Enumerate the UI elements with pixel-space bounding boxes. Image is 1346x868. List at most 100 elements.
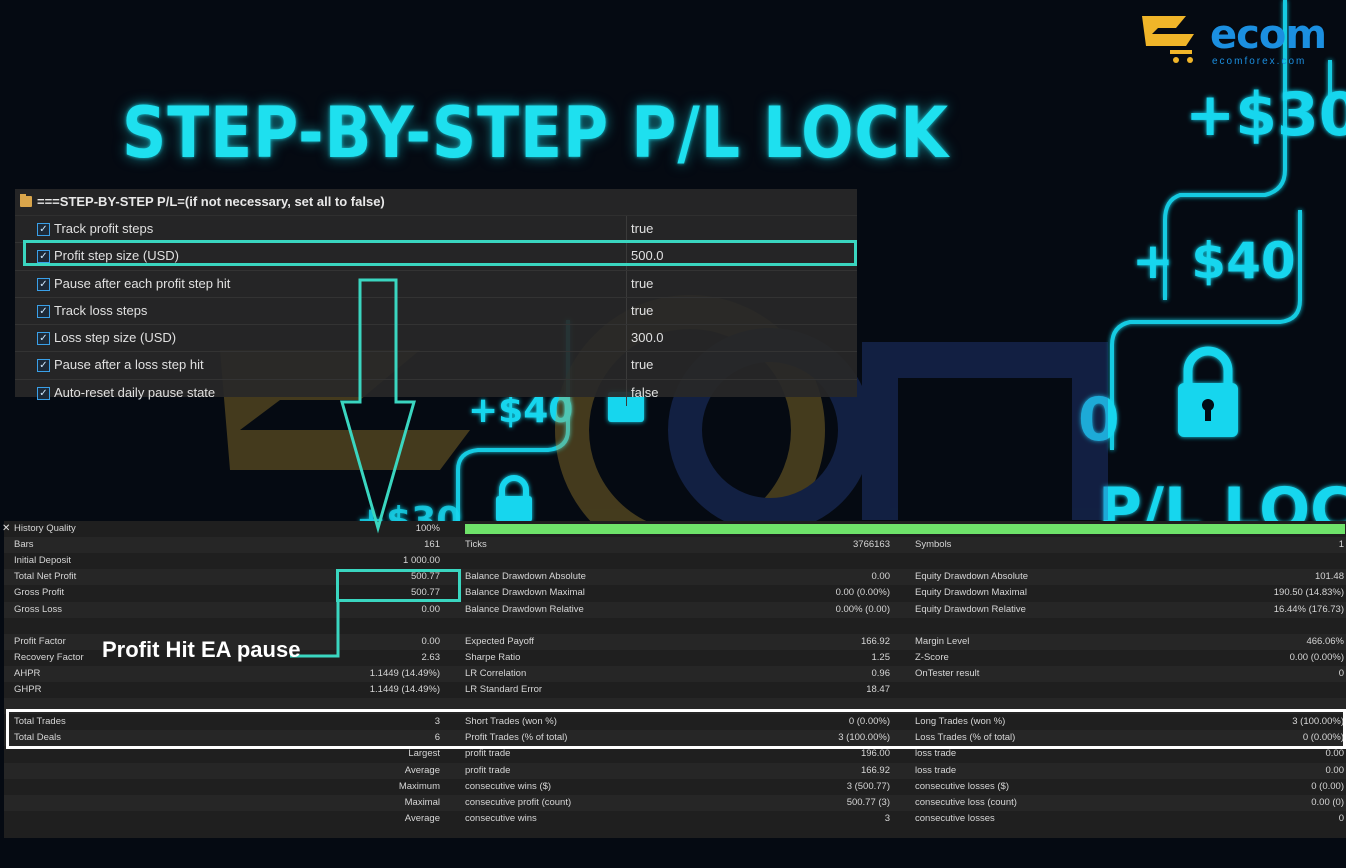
report-label: Gross Profit — [14, 587, 65, 599]
report-label: Balance Drawdown Relative — [465, 603, 584, 615]
report-value: 190.50 (14.83%) — [1273, 587, 1344, 599]
setting-name: Pause after each profit step hit — [54, 275, 231, 291]
callout-profit-hit-ea-pause: Profit Hit EA pause — [102, 637, 301, 662]
report-label: LR Standard Error — [465, 684, 543, 695]
setting-value[interactable]: 500.0 — [631, 248, 664, 264]
checkbox-icon[interactable]: ✓ — [37, 304, 50, 318]
report-value: 0 — [1338, 812, 1344, 824]
report-value: 3 (500.77) — [846, 780, 890, 792]
brand-logo-icon — [1142, 16, 1194, 63]
column-divider — [626, 379, 627, 407]
setting-row-pause-after-profit-step[interactable]: ✓ Pause after each profit step hit true — [15, 270, 857, 298]
report-label: Initial Deposit — [14, 555, 72, 567]
report-value: 3 — [434, 716, 440, 728]
report-value: 0.00 — [1325, 748, 1345, 760]
report-value: 166.92 — [860, 635, 890, 647]
setting-value[interactable]: false — [631, 384, 659, 400]
report-value: 166.92 — [860, 764, 890, 776]
close-icon[interactable]: ✕ — [2, 523, 11, 534]
report-label: consecutive losses ($) — [915, 780, 1009, 792]
report-label: Recovery Factor — [14, 651, 84, 663]
report-value: 1 — [1338, 539, 1344, 551]
report-value: 196.00 — [860, 748, 890, 760]
bg-label-40-right: + $40 — [1132, 232, 1296, 290]
report-value: 16.44% (176.73) — [1273, 603, 1344, 615]
highlight-net-gross-profit — [336, 569, 461, 602]
report-label: consecutive losses — [915, 812, 995, 824]
report-label: Loss Trades (% of total) — [915, 732, 1016, 744]
brand-logo-url: ecomforex.com — [1212, 56, 1307, 67]
checkbox-icon[interactable]: ✓ — [37, 332, 50, 346]
report-value: 0.00 (0.00%) — [835, 587, 890, 599]
checkbox-icon[interactable]: ✓ — [37, 223, 50, 236]
report-value: 1.25 — [871, 651, 891, 663]
report-label: Ticks — [465, 539, 487, 551]
checkbox-icon[interactable]: ✓ — [37, 277, 50, 291]
report-label: Bars — [14, 539, 34, 551]
report-row: Gross Profit 500.77 Balance Drawdown Maxim… — [4, 585, 1346, 601]
report-value: 3 — [884, 812, 890, 824]
report-label: LR Correlation — [465, 667, 527, 679]
checkbox-icon[interactable]: ✓ — [37, 250, 50, 264]
setting-row-auto-reset-daily[interactable]: ✓ Auto-reset daily pause state false — [15, 379, 857, 407]
report-label: Total Deals — [14, 732, 61, 744]
report-value: Maximum — [398, 780, 440, 792]
setting-name: Track loss steps — [54, 302, 148, 318]
report-label: profit trade — [465, 764, 511, 776]
setting-row-track-loss-steps[interactable]: ✓ Track loss steps true — [15, 297, 857, 326]
report-label: profit trade — [465, 748, 511, 760]
report-value: 0 — [1338, 667, 1344, 679]
setting-name: Loss step size (USD) — [54, 330, 177, 346]
report-value: 0.00% (0.00) — [835, 603, 890, 615]
setting-value[interactable]: true — [631, 302, 654, 318]
report-value: 466.06% — [1306, 635, 1344, 647]
report-label: consecutive wins — [465, 812, 537, 824]
report-label: Balance Drawdown Maximal — [465, 587, 585, 599]
setting-value[interactable]: true — [631, 275, 654, 291]
report-value: Largest — [408, 748, 440, 760]
report-value: 3 (100.00%) — [838, 732, 890, 744]
setting-row-profit-step-size[interactable]: ✓ Profit step size (USD) 500.0 — [15, 243, 857, 271]
settings-group-header[interactable]: ===STEP-BY-STEP P/L=(if not necessary, s… — [15, 189, 857, 216]
report-label: loss trade — [915, 764, 957, 776]
report-label: Long Trades (won %) — [915, 716, 1006, 728]
highlight-profit-step-size — [23, 240, 857, 266]
setting-value[interactable]: 300.0 — [631, 330, 664, 346]
checkbox-icon[interactable]: ✓ — [37, 359, 50, 373]
setting-value[interactable]: true — [631, 221, 654, 236]
report-label: consecutive loss (count) — [915, 796, 1017, 808]
history-quality-bar — [465, 524, 1345, 534]
column-divider — [626, 352, 627, 379]
report-label: Z-Score — [915, 651, 949, 663]
setting-row-pause-after-loss-step[interactable]: ✓ Pause after a loss step hit true — [15, 352, 857, 380]
report-label: Profit Factor — [14, 635, 66, 647]
report-value: Maximal — [404, 796, 440, 808]
report-label: History Quality — [14, 523, 76, 534]
report-label: Short Trades (won %) — [465, 716, 557, 728]
column-divider — [626, 216, 627, 243]
setting-value[interactable]: true — [631, 357, 654, 373]
report-value: 0.00 (0.00%) — [1289, 651, 1344, 663]
report-label: Total Net Profit — [14, 571, 77, 583]
brand-logo-text: ecom — [1210, 12, 1327, 58]
report-value: 18.47 — [866, 684, 890, 695]
lock-icon — [1178, 346, 1238, 437]
setting-row-loss-step-size[interactable]: ✓ Loss step size (USD) 300.0 — [15, 325, 857, 353]
report-value: 0.00 — [421, 635, 441, 647]
checkbox-icon[interactable]: ✓ — [37, 386, 50, 400]
report-value: 500.77 — [410, 587, 440, 599]
report-label: Sharpe Ratio — [465, 651, 521, 663]
report-label: Equity Drawdown Relative — [915, 603, 1026, 615]
report-value: 0.00 — [1325, 764, 1345, 776]
svg-text:0: 0 — [1078, 385, 1120, 455]
report-row — [4, 618, 1346, 634]
